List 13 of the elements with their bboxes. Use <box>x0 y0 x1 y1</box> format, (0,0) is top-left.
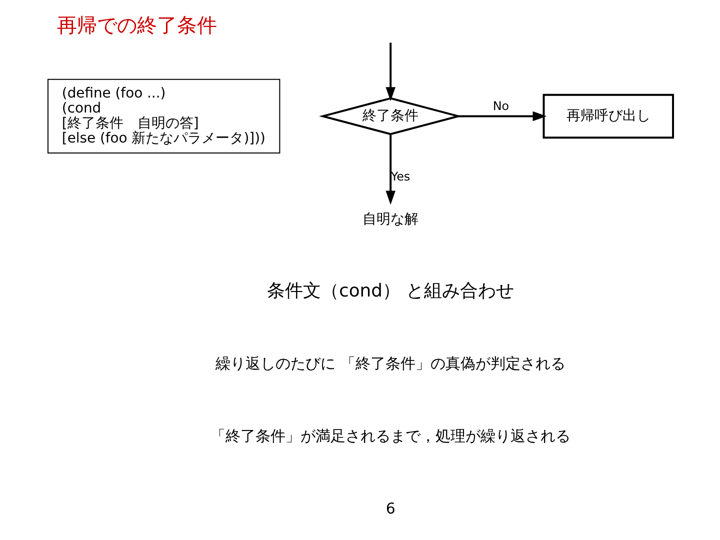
diagram-title: 再帰での終了条件 <box>56 14 216 37</box>
edge-label: Yes <box>390 169 410 184</box>
label: 6 <box>385 500 395 518</box>
arrow <box>385 42 395 102</box>
node-box: 再帰呼び出し <box>542 94 674 139</box>
label: 「終了条件」が満足されるまで，処理が繰り返される <box>210 426 570 445</box>
node-text: 自明な解 <box>362 211 418 228</box>
arrow <box>458 111 546 122</box>
node-box: (define (foo ...) (cond [終了条件 自明の答] [else (foo 新たなパラメータ)])) <box>46 78 280 154</box>
label: 繰り返しのたびに 「終了条件」の真偽が判定される <box>215 354 565 372</box>
label: 条件文（cond） と組み合わせ <box>266 280 514 302</box>
edge-label: No <box>492 98 509 113</box>
arrow <box>385 134 395 205</box>
